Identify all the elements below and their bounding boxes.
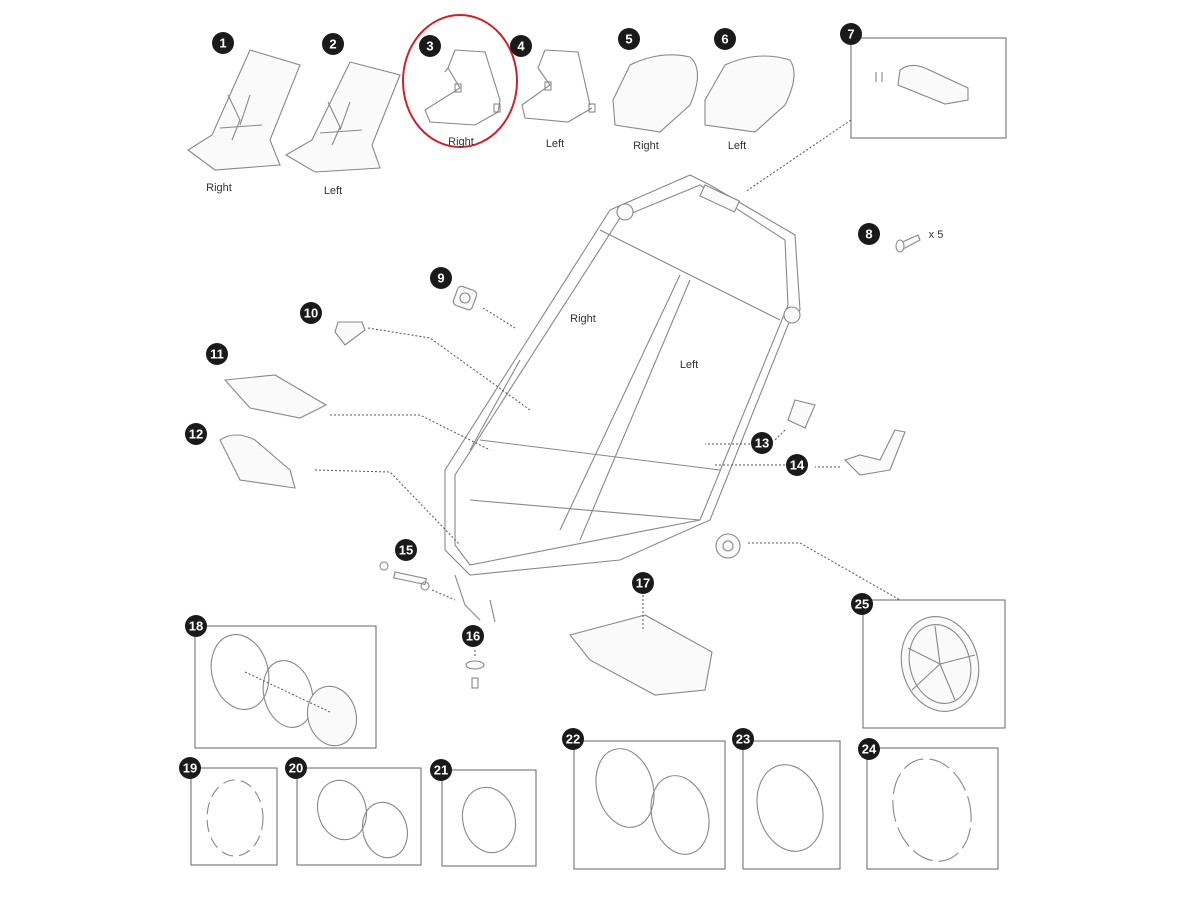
part-5-label: Right xyxy=(633,140,659,152)
highlight-circle xyxy=(402,14,518,148)
stroller-frame-drawing xyxy=(444,174,801,623)
badge-6[interactable]: 6 xyxy=(714,28,736,50)
part-25-drawing xyxy=(900,616,980,712)
part-22-drawing xyxy=(595,748,710,855)
svg-text:1: 1 xyxy=(219,36,226,51)
svg-text:3: 3 xyxy=(426,39,433,54)
badge-9[interactable]: 9 xyxy=(430,267,452,289)
badge-23[interactable]: 23 xyxy=(732,728,754,750)
part-2-label: Left xyxy=(324,185,342,197)
svg-text:11: 11 xyxy=(210,347,224,362)
part-22-box xyxy=(573,740,726,870)
part-20-box xyxy=(296,767,422,866)
svg-text:14: 14 xyxy=(790,458,805,473)
badge-13[interactable]: 13 xyxy=(751,432,773,454)
badge-19[interactable]: 19 xyxy=(179,757,201,779)
part-10-drawing xyxy=(334,321,366,346)
seat-left-drawing xyxy=(284,61,401,173)
part-21-box xyxy=(441,769,537,867)
svg-text:20: 20 xyxy=(289,761,303,776)
badge-7[interactable]: 7 xyxy=(840,23,862,45)
part-18-box xyxy=(194,625,377,749)
badge-1[interactable]: 1 xyxy=(212,32,234,54)
svg-text:22: 22 xyxy=(566,732,580,747)
canopy-right-drawing xyxy=(612,54,699,133)
part-24-drawing xyxy=(892,758,972,862)
part-16-drawing xyxy=(465,660,485,689)
canopy-frame-right-drawing xyxy=(424,49,501,126)
svg-text:24: 24 xyxy=(862,742,877,757)
svg-text:15: 15 xyxy=(399,543,413,558)
part-4-label: Left xyxy=(546,138,564,150)
part-25-box xyxy=(862,599,1006,729)
part-15-drawing xyxy=(379,561,430,591)
svg-text:10: 10 xyxy=(304,306,318,321)
frame-label-left: Left xyxy=(680,359,698,371)
badge-17[interactable]: 17 xyxy=(632,572,654,594)
basket-drawing xyxy=(569,614,713,696)
svg-text:2: 2 xyxy=(329,37,336,52)
badge-10[interactable]: 10 xyxy=(300,302,322,324)
svg-text:5: 5 xyxy=(625,32,632,47)
part-7-box xyxy=(850,37,1007,139)
svg-text:4: 4 xyxy=(517,39,525,54)
badge-11[interactable]: 11 xyxy=(206,343,228,365)
svg-text:12: 12 xyxy=(189,427,203,442)
bolt-drawing xyxy=(895,234,921,253)
badge-18[interactable]: 18 xyxy=(185,615,207,637)
svg-text:21: 21 xyxy=(434,763,448,778)
part-11-drawing xyxy=(223,374,328,419)
part-18-drawing xyxy=(210,634,357,747)
badge-5[interactable]: 5 xyxy=(618,28,640,50)
svg-text:19: 19 xyxy=(183,761,197,776)
part-1-label: Right xyxy=(206,182,232,194)
seat-right-drawing xyxy=(187,49,301,171)
part-8-quantity: x 5 xyxy=(929,229,944,241)
frame-label-right: Right xyxy=(570,313,596,325)
badge-16[interactable]: 16 xyxy=(462,625,484,647)
badge-3[interactable]: 3 xyxy=(419,35,441,57)
part-12-drawing xyxy=(219,434,296,489)
svg-text:9: 9 xyxy=(437,271,444,286)
svg-text:25: 25 xyxy=(855,597,869,612)
badge-21[interactable]: 21 xyxy=(430,759,452,781)
canopy-frame-left-drawing xyxy=(521,49,596,123)
svg-text:16: 16 xyxy=(466,629,480,644)
badge-25[interactable]: 25 xyxy=(851,593,873,615)
part-14-drawing xyxy=(843,429,906,476)
badge-22[interactable]: 22 xyxy=(562,728,584,750)
badge-24[interactable]: 24 xyxy=(858,738,880,760)
canopy-left-drawing xyxy=(704,55,795,133)
badge-15[interactable]: 15 xyxy=(395,539,417,561)
part-24-box xyxy=(866,747,999,870)
part-19-box xyxy=(190,767,278,866)
badge-8[interactable]: 8 xyxy=(858,223,880,245)
svg-text:23: 23 xyxy=(736,732,750,747)
svg-text:8: 8 xyxy=(865,227,872,242)
badge-2[interactable]: 2 xyxy=(322,33,344,55)
svg-text:18: 18 xyxy=(189,619,203,634)
svg-text:17: 17 xyxy=(636,576,650,591)
part-23-drawing xyxy=(756,764,824,852)
badge-4[interactable]: 4 xyxy=(510,35,532,57)
badge-20[interactable]: 20 xyxy=(285,757,307,779)
badge-12[interactable]: 12 xyxy=(185,423,207,445)
part-6-label: Left xyxy=(728,140,746,152)
part-23-box xyxy=(742,740,841,870)
part-20-drawing xyxy=(317,779,409,859)
part-19-drawing xyxy=(206,779,264,857)
part-21-drawing xyxy=(461,786,517,854)
handlebar-grip-drawing xyxy=(875,64,969,105)
badge-14[interactable]: 14 xyxy=(786,454,808,476)
svg-text:6: 6 xyxy=(721,32,728,47)
part-13-drawing xyxy=(787,399,816,429)
part-3-label: Right xyxy=(448,136,474,148)
svg-text:13: 13 xyxy=(755,436,769,451)
part-9-drawing xyxy=(452,285,478,311)
svg-text:7: 7 xyxy=(847,27,854,42)
